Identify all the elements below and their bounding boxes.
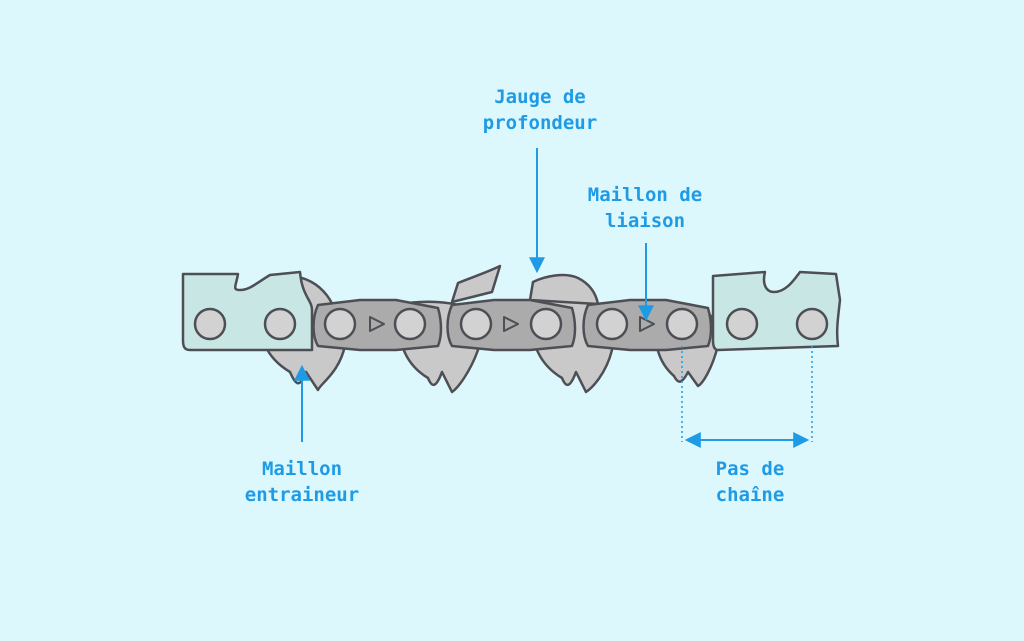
callout-arrows — [294, 148, 810, 448]
direction-arrow-icon — [369, 316, 385, 332]
label-pitch-line2: chaîne — [715, 484, 785, 506]
label-link-line1: Maillon de — [587, 184, 703, 206]
rivet — [665, 307, 699, 341]
rivets — [193, 307, 829, 341]
rivet — [795, 307, 829, 341]
label-depth-gauge-line2: profondeur — [482, 112, 598, 134]
cutter-top-1 — [450, 264, 502, 304]
rivet — [393, 307, 427, 341]
label-drive-link: Maillon entraineur — [202, 456, 402, 508]
rivet — [323, 307, 357, 341]
direction-arrow-icon — [503, 316, 519, 332]
depth-gauge-top — [528, 273, 600, 306]
rivet — [193, 307, 227, 341]
label-pitch: Pas de chaîne — [650, 456, 850, 508]
rivet — [263, 307, 297, 341]
rivet — [529, 307, 563, 341]
label-link: Maillon de liaison — [545, 182, 745, 234]
rivet — [725, 307, 759, 341]
label-depth-gauge-line1: Jauge de — [494, 86, 586, 108]
label-depth-gauge: Jauge de profondeur — [440, 84, 640, 136]
label-drive-link-line1: Maillon — [261, 458, 343, 480]
label-pitch-line1: Pas de — [715, 458, 785, 480]
pitch-guides — [681, 346, 813, 442]
label-link-line2: liaison — [604, 210, 686, 232]
rivet — [459, 307, 493, 341]
label-drive-link-line2: entraineur — [244, 484, 360, 506]
rivet — [595, 307, 629, 341]
